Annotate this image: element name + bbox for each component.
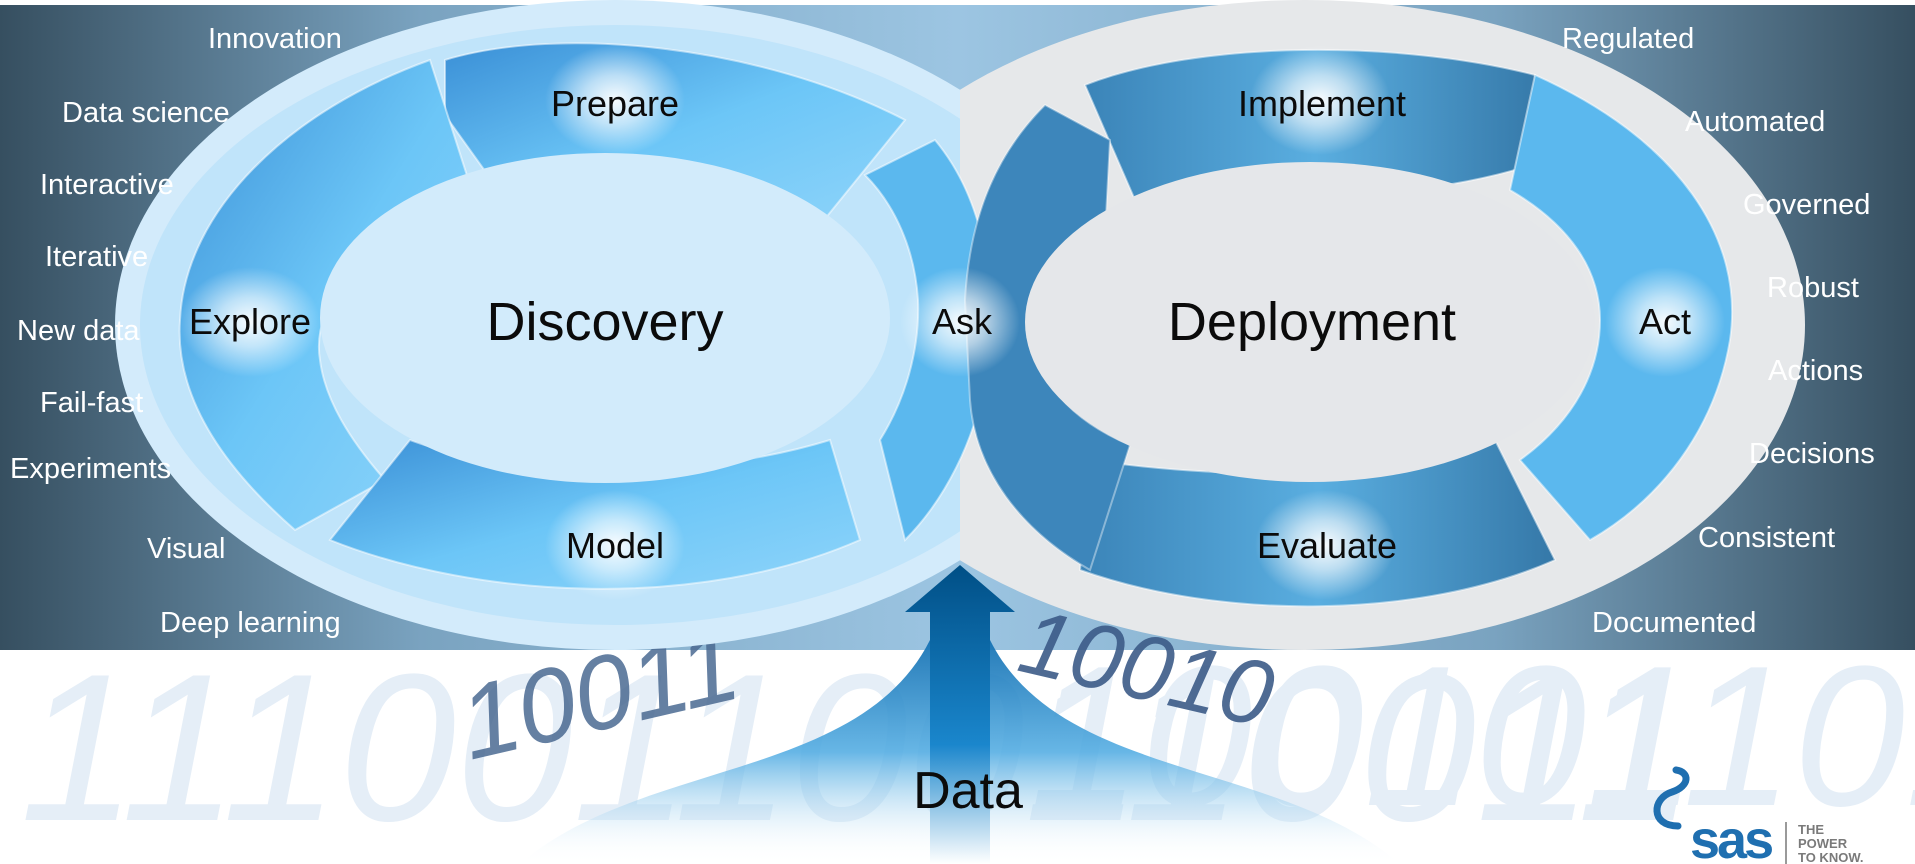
- step-explore-label: Explore: [189, 301, 311, 342]
- deployment-core: [1025, 162, 1595, 482]
- logo-brand: sas: [1690, 810, 1772, 864]
- data-label: Data: [913, 762, 1023, 820]
- discovery-title: Discovery: [486, 292, 723, 352]
- logo-tagline-line2: POWER: [1798, 836, 1848, 851]
- discovery-core: [320, 153, 890, 483]
- step-act-label: Act: [1639, 301, 1691, 342]
- deployment-attribute: Automated: [1685, 106, 1825, 138]
- sas-swirl-icon: [1653, 766, 1690, 830]
- discovery-attribute: Fail-fast: [40, 387, 143, 419]
- discovery-attribute: Iterative: [45, 241, 148, 273]
- discovery-attribute: Deep learning: [160, 607, 341, 639]
- deployment-attribute: Decisions: [1749, 438, 1875, 470]
- step-prepare-label: Prepare: [551, 83, 679, 124]
- discovery-attribute: Data science: [62, 97, 230, 129]
- discovery-attribute: Interactive: [40, 169, 174, 201]
- discovery-attribute: Experiments: [10, 453, 171, 485]
- data-swoosh-right: [990, 640, 1400, 864]
- logo-divider: [1785, 822, 1787, 864]
- deployment-attribute: Consistent: [1698, 522, 1835, 554]
- discovery-attribute: Innovation: [208, 23, 342, 55]
- logo-tagline-line1: THE: [1798, 822, 1824, 837]
- discovery-attribute: New data: [17, 315, 140, 347]
- deployment-attribute: Actions: [1768, 355, 1863, 387]
- deployment-attribute: Documented: [1592, 607, 1756, 639]
- step-model-label: Model: [566, 525, 664, 566]
- step-evaluate-label: Evaluate: [1257, 525, 1397, 566]
- data-swoosh-left: [520, 640, 930, 864]
- discovery-attribute: Visual: [147, 533, 225, 565]
- step-implement-label: Implement: [1238, 83, 1406, 124]
- deployment-attribute: Governed: [1743, 189, 1870, 221]
- deployment-attribute: Robust: [1767, 272, 1859, 304]
- logo-tagline-line3: TO KNOW.: [1798, 850, 1863, 864]
- deployment-title: Deployment: [1168, 292, 1456, 352]
- deployment-attribute: Regulated: [1562, 23, 1694, 55]
- step-ask-label: Ask: [932, 301, 993, 342]
- data-arrow: [905, 565, 1015, 864]
- sas-logo: sas THE POWER TO KNOW.: [1653, 766, 1863, 864]
